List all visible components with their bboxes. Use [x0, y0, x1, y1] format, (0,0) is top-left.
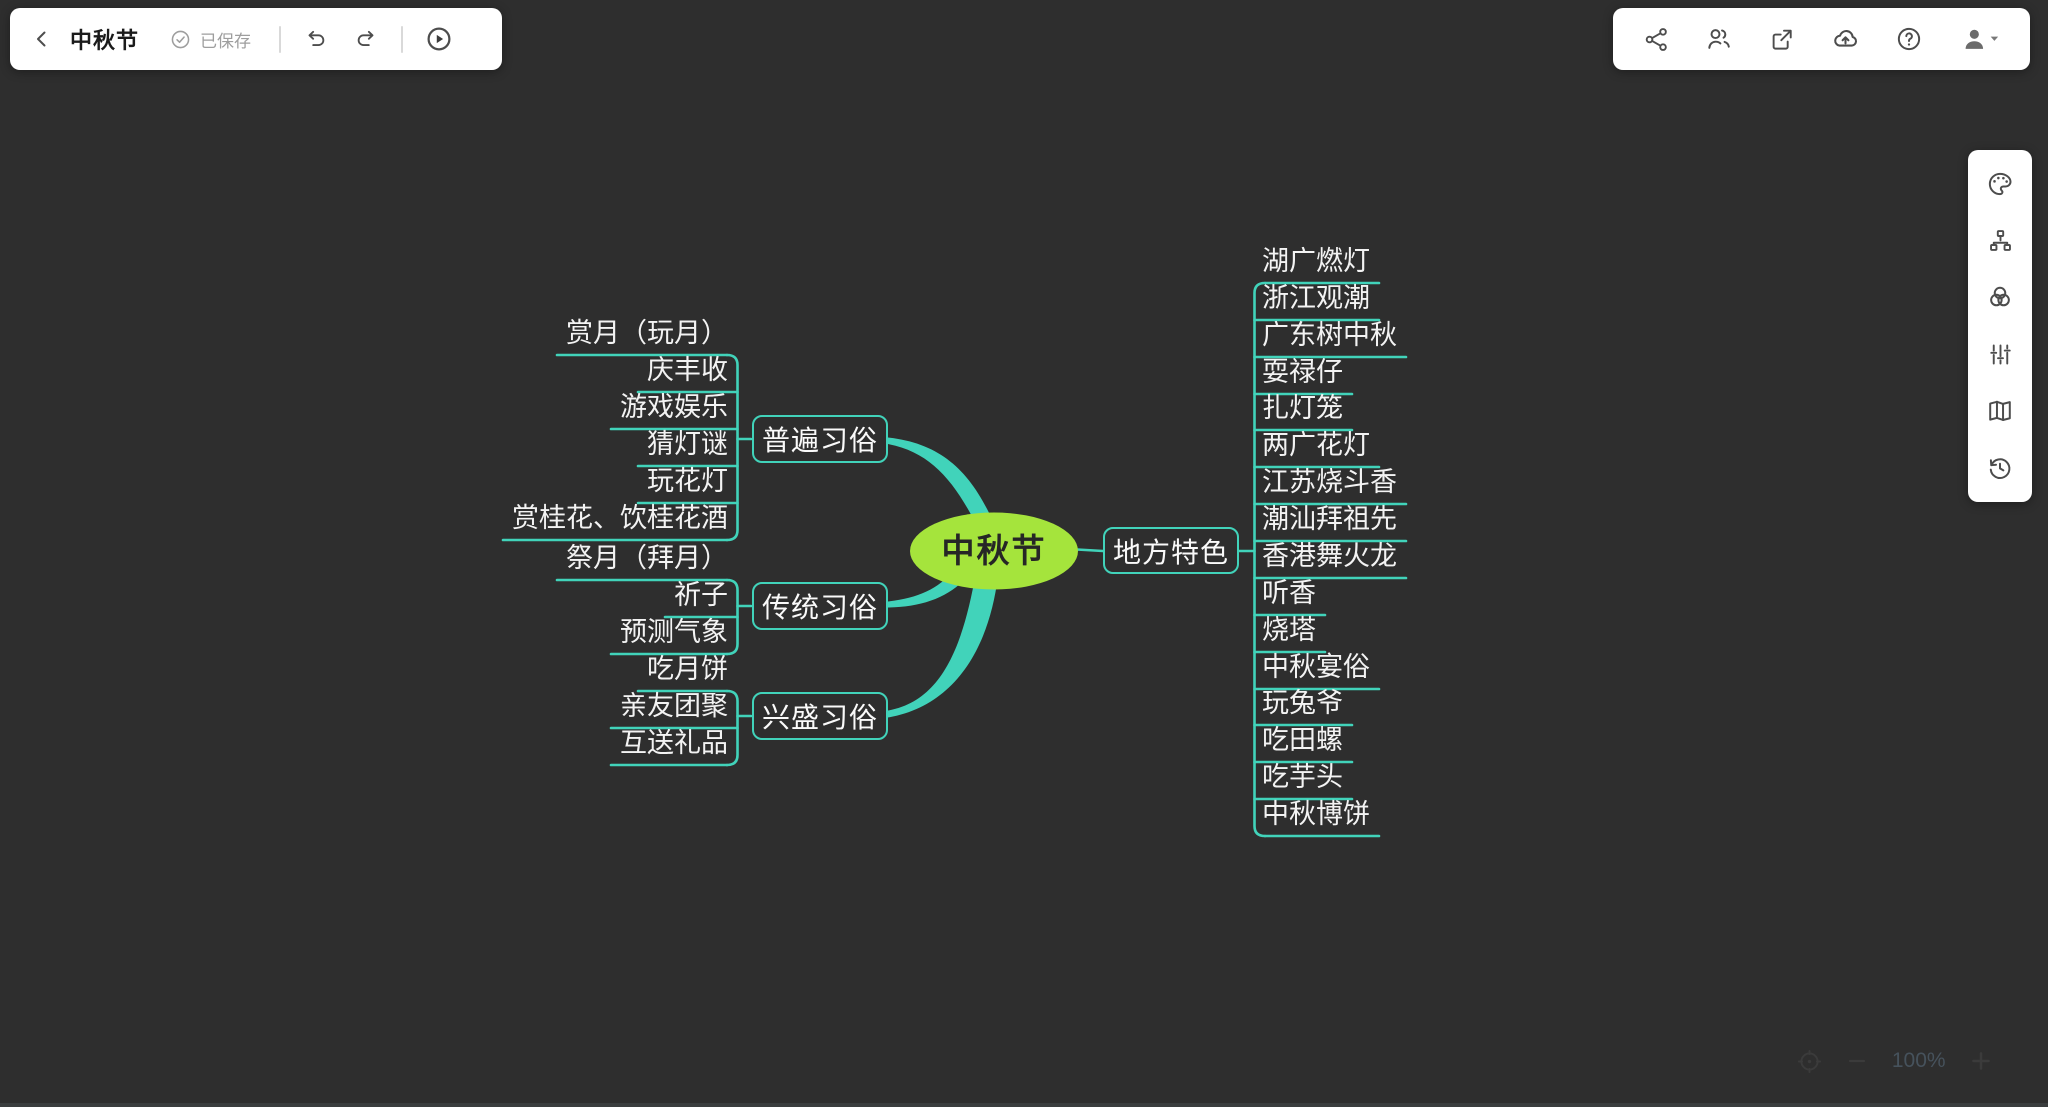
theme-palette-button[interactable] — [1986, 170, 2014, 198]
play-circle-icon — [427, 27, 451, 51]
caret-down-icon — [1990, 36, 1999, 41]
child-topic[interactable]: 预测气象 — [620, 617, 728, 647]
document-toolbar: 中秋节 已保存 — [10, 8, 502, 70]
cloud-upload-icon — [1833, 29, 1857, 47]
zoom-in-button[interactable] — [1968, 1048, 1994, 1074]
zoom-level[interactable]: 100% — [1891, 1049, 1946, 1072]
map-icon — [1989, 400, 2011, 421]
child-topic[interactable]: 烧塔 — [1262, 615, 1316, 645]
redo-button[interactable] — [353, 26, 379, 52]
branch-topic[interactable]: 地方特色 — [1103, 527, 1239, 574]
outline-map-button[interactable] — [1986, 397, 2014, 425]
history-button[interactable] — [1986, 454, 2014, 482]
child-topic[interactable]: 赏桂花、饮桂花酒 — [512, 503, 728, 533]
branch-topic[interactable]: 兴盛习俗 — [752, 692, 888, 740]
collaboration-icon — [1708, 29, 1730, 49]
undo-icon — [308, 30, 325, 46]
root-topic[interactable]: 中秋节 — [941, 532, 1047, 569]
child-topic[interactable]: 两广花灯 — [1262, 430, 1370, 460]
child-topic[interactable]: 扎灯笼 — [1262, 393, 1343, 423]
export-button[interactable] — [1768, 26, 1795, 53]
present-button[interactable] — [425, 25, 453, 53]
color-scheme-button[interactable] — [1986, 283, 2014, 311]
child-topic[interactable]: 吃田螺 — [1262, 725, 1343, 755]
account-button[interactable] — [1958, 25, 2000, 53]
collaboration-button[interactable] — [1705, 25, 1733, 53]
child-topic[interactable]: 猜灯谜 — [647, 429, 728, 459]
app-toolbar — [1613, 8, 2030, 70]
locate-button[interactable] — [1796, 1048, 1823, 1075]
child-topic[interactable]: 玩花灯 — [647, 466, 728, 496]
document-title: 中秋节 — [70, 28, 140, 53]
format-sidebar — [1968, 150, 2032, 502]
child-topic[interactable]: 耍禄仔 — [1262, 357, 1343, 387]
child-topic[interactable]: 中秋宴俗 — [1262, 652, 1370, 682]
undo-button[interactable] — [303, 26, 329, 52]
account-avatar-icon — [1965, 29, 1999, 49]
child-topic[interactable]: 香港舞火龙 — [1262, 541, 1397, 571]
child-topic[interactable]: 浙江观潮 — [1262, 283, 1370, 313]
child-topic[interactable]: 游戏娱乐 — [620, 392, 728, 422]
share-icon — [1645, 27, 1667, 51]
share-button[interactable] — [1643, 26, 1670, 53]
branch-topic[interactable]: 传统习俗 — [752, 582, 888, 630]
zoom-controls: 100% — [1796, 1041, 1994, 1081]
child-topic[interactable]: 吃芋头 — [1262, 762, 1343, 792]
child-topic[interactable]: 赏月（玩月） — [566, 318, 728, 348]
child-topic[interactable]: 听香 — [1262, 578, 1316, 608]
redo-icon — [357, 30, 374, 46]
color-scheme-icon — [1990, 287, 2010, 307]
child-topic[interactable]: 中秋博饼 — [1262, 799, 1370, 829]
history-icon — [1989, 458, 2011, 479]
child-topic[interactable]: 玩兔爷 — [1262, 688, 1343, 718]
branch-topic[interactable]: 普遍习俗 — [752, 415, 888, 463]
saved-label: 已保存 — [200, 31, 252, 51]
sliders-icon — [1989, 344, 2011, 365]
root-node-ellipse[interactable] — [910, 512, 1078, 590]
palette-icon — [1988, 172, 2012, 196]
child-topic[interactable]: 互送礼品 — [620, 728, 728, 758]
child-topic[interactable]: 祈子 — [674, 580, 728, 610]
plus-icon — [1972, 1052, 1990, 1070]
toolbar-divider — [401, 25, 404, 53]
crosshair-icon — [1797, 1049, 1822, 1073]
help-button[interactable] — [1895, 25, 1923, 53]
export-icon — [1773, 29, 1793, 50]
window-edge — [0, 1103, 2048, 1107]
help-icon — [1897, 27, 1920, 51]
cloud-upload-button[interactable] — [1831, 25, 1860, 54]
child-topic[interactable]: 亲友团聚 — [620, 691, 728, 721]
zoom-out-button[interactable] — [1845, 1049, 1869, 1073]
saved-status: 已保存 — [169, 27, 251, 52]
adjust-sliders-button[interactable] — [1987, 341, 2014, 368]
child-connectors — [501, 281, 1408, 838]
right-branch-connector — [1075, 548, 1105, 553]
child-topic[interactable]: 广东树中秋 — [1262, 320, 1397, 350]
child-topic[interactable]: 庆丰收 — [647, 355, 728, 385]
child-topic[interactable]: 潮汕拜祖先 — [1262, 504, 1397, 534]
structure-button[interactable] — [1987, 227, 2014, 254]
check-circle-icon — [171, 30, 190, 48]
child-topic[interactable]: 湖广燃灯 — [1262, 246, 1370, 276]
child-topic[interactable]: 祭月（拜月） — [566, 543, 728, 573]
back-button[interactable] — [30, 27, 54, 51]
child-topic[interactable]: 江苏烧斗香 — [1262, 467, 1397, 497]
chevron-left-icon — [37, 31, 46, 47]
child-topic[interactable]: 吃月饼 — [647, 654, 728, 684]
toolbar-divider — [279, 25, 282, 53]
minus-icon — [1849, 1059, 1866, 1063]
structure-icon — [1989, 230, 2011, 252]
